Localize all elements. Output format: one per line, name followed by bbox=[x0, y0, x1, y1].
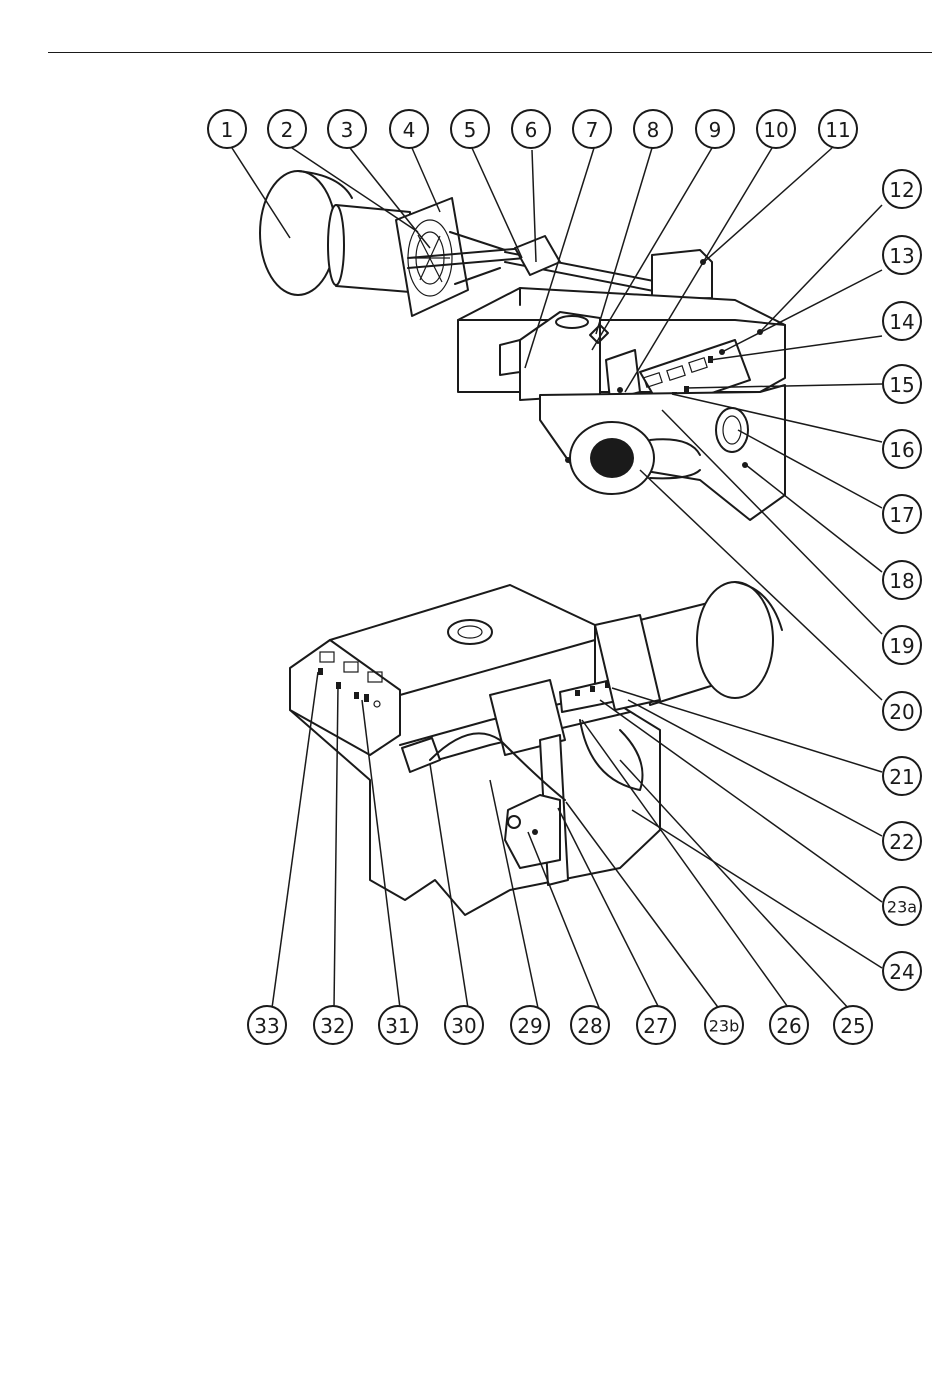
svg-text:7: 7 bbox=[586, 118, 599, 142]
callout-20: 20 bbox=[883, 692, 921, 730]
svg-text:26: 26 bbox=[776, 1014, 801, 1038]
callout-17: 17 bbox=[883, 495, 921, 533]
svg-text:30: 30 bbox=[451, 1014, 476, 1038]
svg-text:29: 29 bbox=[517, 1014, 542, 1038]
callout-19: 19 bbox=[883, 626, 921, 664]
svg-text:33: 33 bbox=[254, 1014, 279, 1038]
callout-26: 26 bbox=[770, 1006, 808, 1044]
callout-29: 29 bbox=[511, 1006, 549, 1044]
svg-text:15: 15 bbox=[889, 373, 914, 397]
callout-27: 27 bbox=[637, 1006, 675, 1044]
svg-text:27: 27 bbox=[643, 1014, 668, 1038]
callout-28: 28 bbox=[571, 1006, 609, 1044]
svg-text:21: 21 bbox=[889, 765, 914, 789]
callout-1: 1 bbox=[208, 110, 246, 148]
callout-22: 22 bbox=[883, 822, 921, 860]
callout-7: 7 bbox=[573, 110, 611, 148]
fan-flange-plate bbox=[396, 198, 468, 316]
svg-text:10: 10 bbox=[763, 118, 788, 142]
lower-burner-drawing bbox=[290, 582, 782, 915]
callout-23a: 23a bbox=[883, 887, 921, 925]
callout-12: 12 bbox=[883, 170, 921, 208]
svg-text:31: 31 bbox=[385, 1014, 410, 1038]
callout-30: 30 bbox=[445, 1006, 483, 1044]
svg-text:13: 13 bbox=[889, 244, 914, 268]
callout-32: 32 bbox=[314, 1006, 352, 1044]
svg-text:5: 5 bbox=[464, 118, 477, 142]
callout-16: 16 bbox=[883, 430, 921, 468]
upper-burner-drawing bbox=[260, 171, 785, 520]
callout-5: 5 bbox=[451, 110, 489, 148]
top-motor-block bbox=[652, 250, 712, 300]
callout-15: 15 bbox=[883, 365, 921, 403]
svg-text:3: 3 bbox=[341, 118, 354, 142]
lower-flange-disc bbox=[697, 582, 773, 698]
callout-24: 24 bbox=[883, 952, 921, 990]
callout-9: 9 bbox=[696, 110, 734, 148]
svg-text:20: 20 bbox=[889, 700, 914, 724]
svg-text:6: 6 bbox=[525, 118, 538, 142]
svg-text:32: 32 bbox=[320, 1014, 345, 1038]
callout-21: 21 bbox=[883, 757, 921, 795]
callout-2: 2 bbox=[268, 110, 306, 148]
callout-6: 6 bbox=[512, 110, 550, 148]
callout-31: 31 bbox=[379, 1006, 417, 1044]
svg-text:17: 17 bbox=[889, 503, 914, 527]
svg-text:16: 16 bbox=[889, 438, 914, 462]
svg-text:19: 19 bbox=[889, 634, 914, 658]
svg-text:22: 22 bbox=[889, 830, 914, 854]
callout-3: 3 bbox=[328, 110, 366, 148]
svg-text:18: 18 bbox=[889, 569, 914, 593]
svg-text:9: 9 bbox=[709, 118, 722, 142]
callout-10: 10 bbox=[757, 110, 795, 148]
svg-text:28: 28 bbox=[577, 1014, 602, 1038]
svg-text:12: 12 bbox=[889, 178, 914, 202]
svg-text:1: 1 bbox=[221, 118, 234, 142]
svg-text:25: 25 bbox=[840, 1014, 865, 1038]
callout-23b: 23b bbox=[705, 1006, 743, 1044]
callout-14: 14 bbox=[883, 302, 921, 340]
callout-4: 4 bbox=[390, 110, 428, 148]
svg-text:2: 2 bbox=[281, 118, 294, 142]
svg-text:24: 24 bbox=[889, 960, 914, 984]
callout-8: 8 bbox=[634, 110, 672, 148]
svg-text:8: 8 bbox=[647, 118, 660, 142]
callout-13: 13 bbox=[883, 236, 921, 274]
callout-33: 33 bbox=[248, 1006, 286, 1044]
callout-25: 25 bbox=[834, 1006, 872, 1044]
svg-text:23b: 23b bbox=[709, 1017, 740, 1036]
svg-text:14: 14 bbox=[889, 310, 914, 334]
svg-text:23a: 23a bbox=[887, 898, 917, 917]
flange-disc bbox=[260, 171, 336, 295]
callout-11: 11 bbox=[819, 110, 857, 148]
svg-text:4: 4 bbox=[403, 118, 416, 142]
callout-18: 18 bbox=[883, 561, 921, 599]
svg-text:11: 11 bbox=[825, 118, 850, 142]
